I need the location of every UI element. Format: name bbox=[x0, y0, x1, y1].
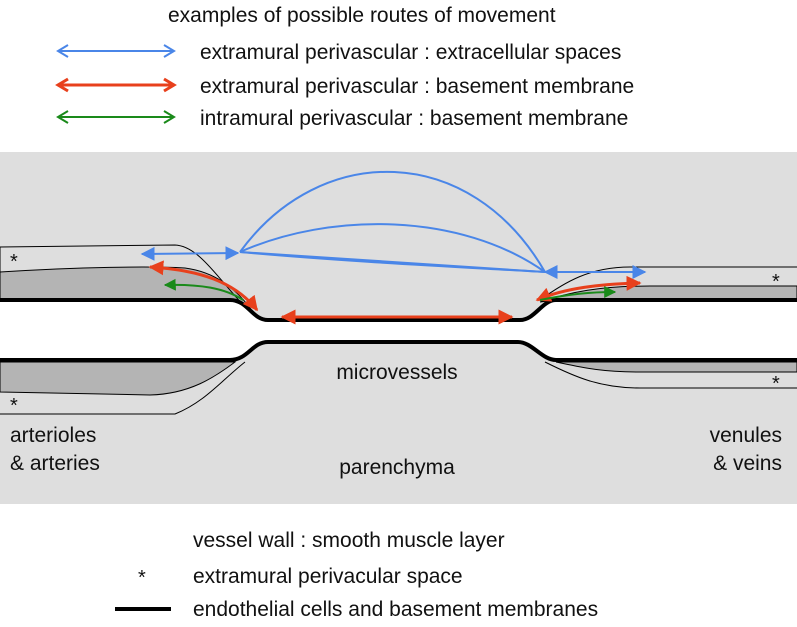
legend-arrow-green bbox=[56, 110, 176, 124]
key-smooth-muscle: vessel wall : smooth muscle layer bbox=[193, 529, 505, 552]
vessel-diagram: microvessels parenchyma arterioles & art… bbox=[0, 152, 797, 504]
asterisk-top-left: * bbox=[10, 251, 18, 273]
key-endothelium-line bbox=[115, 607, 171, 611]
legend-arrow-blue bbox=[56, 44, 176, 58]
vessel-lumen bbox=[0, 300, 797, 360]
label-parenchyma: parenchyma bbox=[339, 456, 455, 479]
red-arrow-left bbox=[148, 260, 259, 312]
legend-label-red: extramural perivascular : basement membr… bbox=[200, 75, 635, 98]
label-microvessels: microvessels bbox=[336, 361, 457, 384]
label-arterioles: arterioles bbox=[10, 424, 96, 447]
red-arrow-right bbox=[535, 275, 642, 302]
key-asterisk-symbol: * bbox=[138, 567, 146, 589]
asterisk-top-right: * bbox=[772, 271, 780, 293]
legend-label-green: intramural perivascular : basement membr… bbox=[200, 107, 629, 130]
key-perivascular-space: extramural perivacular space bbox=[193, 565, 463, 588]
legend-arrow-red bbox=[55, 77, 177, 93]
blue-arc-mid bbox=[239, 223, 546, 273]
blue-arrow-left bbox=[140, 246, 240, 261]
blue-arc-lower bbox=[239, 251, 546, 273]
endothelium-bottom bbox=[0, 340, 797, 362]
perivascular-bottom-right bbox=[544, 361, 797, 389]
smooth-muscle-bottom-right bbox=[555, 361, 797, 373]
smooth-muscle-bottom-left bbox=[0, 361, 237, 396]
label-veins: & veins bbox=[713, 452, 782, 475]
asterisk-bottom-left: * bbox=[10, 395, 18, 417]
red-routes bbox=[148, 260, 642, 325]
perivascular-bottom-left bbox=[0, 361, 246, 415]
green-arrow-left bbox=[163, 278, 244, 301]
key-endothelial: endothelial cells and basement membranes bbox=[193, 598, 599, 621]
legend-label-blue: extramural perivascular : extracellular … bbox=[200, 41, 622, 64]
label-venules: venules bbox=[710, 424, 782, 447]
asterisk-bottom-right: * bbox=[772, 373, 780, 395]
blue-arc-high bbox=[239, 170, 546, 273]
blue-routes bbox=[140, 170, 647, 279]
diagram-title: examples of possible routes of movement bbox=[168, 4, 556, 27]
label-arteries: & arteries bbox=[10, 452, 100, 475]
green-arrow-right bbox=[539, 286, 617, 301]
green-routes bbox=[163, 278, 617, 301]
